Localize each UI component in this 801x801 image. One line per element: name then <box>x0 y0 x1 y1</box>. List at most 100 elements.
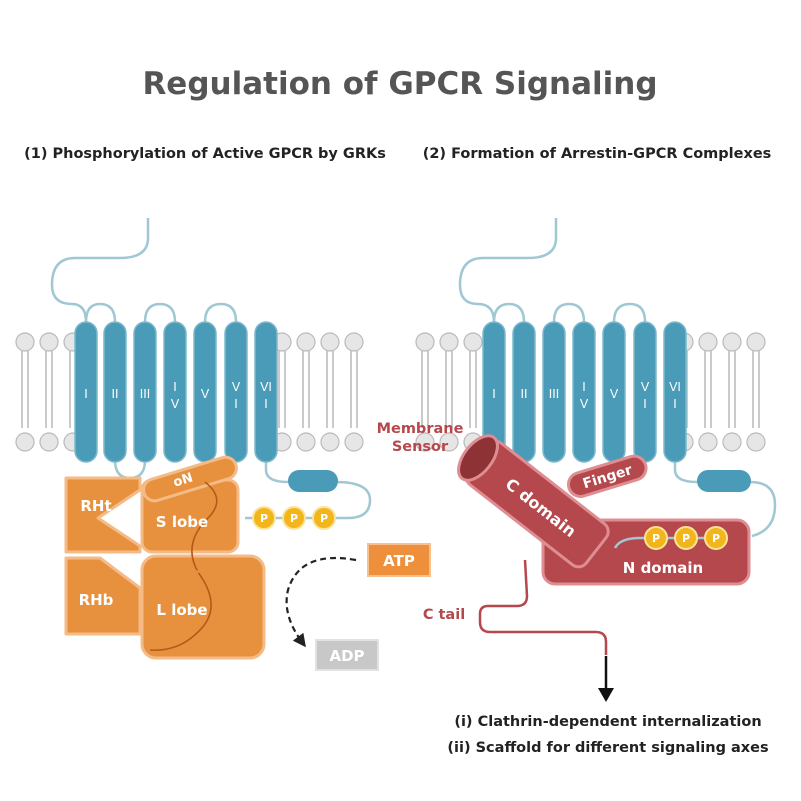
outcome-internalization: (i) Clathrin-dependent internalization <box>454 714 761 730</box>
loop-left <box>264 460 289 484</box>
helix-label: III <box>549 387 559 401</box>
helix-label: V <box>641 380 650 394</box>
helix-7-left: VI I <box>254 321 278 463</box>
rht-domain <box>64 476 142 554</box>
phosphate-circle <box>282 506 306 530</box>
phosphate-label: P <box>320 512 328 525</box>
lipid <box>320 332 340 452</box>
outcomes: (i) Clathrin-dependent internalization (… <box>447 656 769 756</box>
phosphate-circle <box>252 506 276 530</box>
down-arrow-icon <box>598 688 614 702</box>
page-title: Regulation of GPCR Signaling <box>142 66 657 102</box>
phosphate-label: P <box>260 512 268 525</box>
ast-loop-line <box>149 481 218 651</box>
atp-box <box>367 543 431 577</box>
helix-1-left: I <box>74 321 98 463</box>
membrane-right <box>415 332 766 452</box>
phosphate-label: P <box>712 532 720 545</box>
rht-label: RHt <box>80 497 111 515</box>
finger-loop <box>566 454 648 498</box>
adp-label: ADP <box>329 647 364 665</box>
n-terminus-right <box>458 218 558 323</box>
on-label: oN <box>171 470 194 490</box>
l-lobe <box>140 554 266 660</box>
c-tail-label: C tail <box>423 607 465 623</box>
on-helix <box>142 455 238 503</box>
helix-label: V <box>201 387 210 401</box>
helix-label: I <box>173 380 176 394</box>
helix-label: I <box>264 397 267 411</box>
helix-label: V <box>580 397 589 411</box>
n-domain-label: N domain <box>623 559 703 577</box>
helix-label: VI <box>669 380 681 394</box>
ast-loop-label: AST loop <box>183 559 258 577</box>
atp-adp-reaction: ATP ADP <box>285 543 431 671</box>
grk-kinase: oN RHt RHb S lobe L lobe AST loop <box>64 455 266 660</box>
c-terminus-bound <box>613 536 720 549</box>
loop-right <box>492 302 526 323</box>
helix-7-right: VI I <box>663 321 687 463</box>
n-terminus-left <box>50 218 150 323</box>
phosphate-circle <box>644 526 668 550</box>
lipid <box>344 332 364 452</box>
helix-label: V <box>610 387 619 401</box>
helix-label: I <box>84 387 87 401</box>
helix-6-right: VI <box>633 321 657 463</box>
helix-label: VI <box>260 380 272 394</box>
phosphate-circle <box>312 506 336 530</box>
lipid <box>415 332 435 452</box>
s-lobe-label: S lobe <box>156 513 208 531</box>
phosphate-circle <box>704 526 728 550</box>
loop-right <box>612 302 647 323</box>
lipid <box>39 332 59 452</box>
membrane-sensor-label: Sensor <box>392 439 449 455</box>
helix-label: I <box>643 397 646 411</box>
atp-label: ATP <box>383 552 415 570</box>
helix-label: II <box>112 387 119 401</box>
left-panel-heading: (1) Phosphorylation of Active GPCR by GR… <box>24 146 386 162</box>
phosphate-circle <box>674 526 698 550</box>
helix-8-left <box>288 470 338 492</box>
rhb-label: RHb <box>79 591 114 609</box>
helix-2-left: II <box>103 321 127 463</box>
rhb-domain <box>64 556 142 636</box>
phosphate-label: P <box>682 532 690 545</box>
arrestin: C domain Finger N domain Membrane Sensor… <box>377 421 751 655</box>
loop-left <box>113 459 147 480</box>
helix-5-left: V <box>193 321 217 463</box>
phospho-groups-right: P P P <box>613 526 728 550</box>
helix-label: II <box>521 387 528 401</box>
helix-3-left: III <box>133 321 157 463</box>
lipid <box>15 332 35 452</box>
helix-label: I <box>673 397 676 411</box>
phosphate-label: P <box>290 512 298 525</box>
c-terminus-left <box>335 480 372 520</box>
helix-3-right: III <box>542 321 566 463</box>
helix-label: I <box>492 387 495 401</box>
helix-label: V <box>232 380 241 394</box>
helix-label: III <box>140 387 150 401</box>
lipid <box>722 332 742 452</box>
c-terminus-right <box>749 480 777 538</box>
membrane-sensor-label: Membrane <box>377 421 464 437</box>
loop-right <box>673 460 698 484</box>
l-lobe-label: L lobe <box>156 601 207 619</box>
helix-5-right: V <box>602 321 626 463</box>
adp-box <box>315 639 379 671</box>
lipid <box>439 332 459 452</box>
helix-4-left: IV <box>163 321 187 463</box>
loop-left <box>203 302 238 323</box>
loop-right <box>552 302 586 323</box>
lipid <box>746 332 766 452</box>
loop-left <box>143 302 177 323</box>
lipid <box>296 332 316 452</box>
helix-8-right <box>697 470 751 492</box>
phosphate-label: P <box>652 532 660 545</box>
lipid <box>463 332 483 452</box>
phospho-groups-left: P P P <box>252 506 336 530</box>
right-panel-heading: (2) Formation of Arrestin-GPCR Complexes <box>423 146 772 162</box>
c-tail-line <box>478 559 608 655</box>
